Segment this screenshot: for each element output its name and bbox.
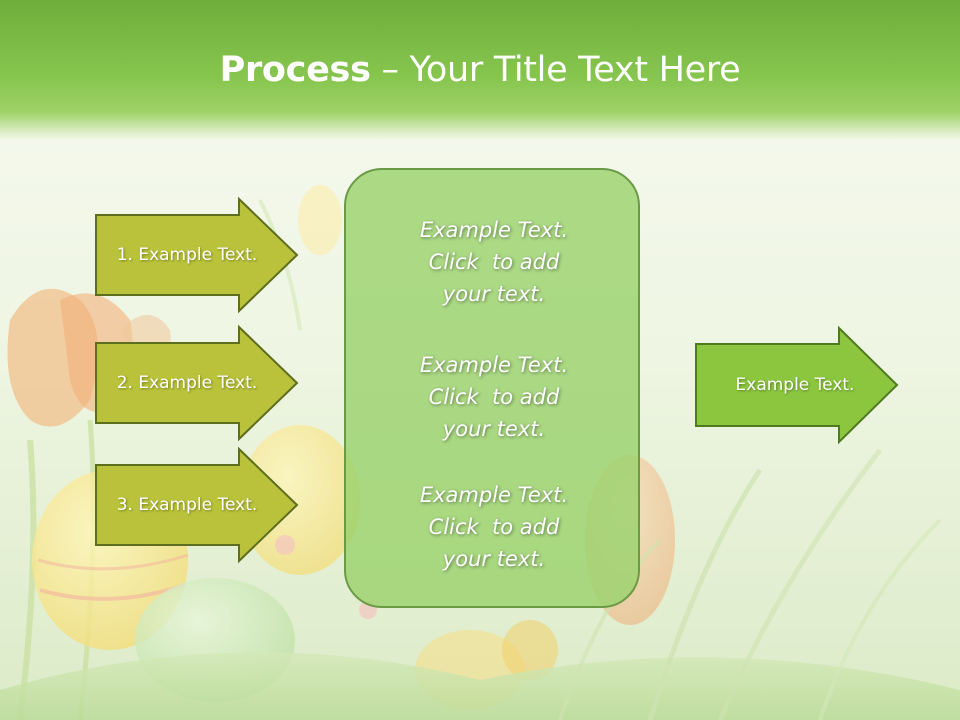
arrow-shape bbox=[95, 446, 299, 564]
right-arrow-label: Example Text. bbox=[735, 375, 855, 395]
center-block-1-line-2: Click to add bbox=[428, 250, 560, 274]
arrow-shape bbox=[95, 196, 299, 314]
center-text-block-2[interactable]: Example Text. Click to add your text. bbox=[346, 349, 642, 445]
left-arrow-3[interactable]: 3. Example Text. bbox=[95, 446, 299, 564]
left-arrow-1[interactable]: 1. Example Text. bbox=[95, 196, 299, 314]
center-text-block-3[interactable]: Example Text. Click to add your text. bbox=[346, 479, 642, 575]
center-block-3-line-3: your text. bbox=[442, 547, 546, 571]
center-block-1-line-1: Example Text. bbox=[419, 218, 569, 242]
center-block-2-line-1: Example Text. bbox=[419, 353, 569, 377]
title-band bbox=[0, 0, 960, 140]
left-arrow-3-label: 3. Example Text. bbox=[116, 495, 258, 515]
left-arrow-1-label: 1. Example Text. bbox=[116, 245, 258, 265]
center-block-3-line-2: Click to add bbox=[428, 515, 560, 539]
right-arrow[interactable]: Example Text. bbox=[695, 325, 899, 445]
left-arrow-2[interactable]: 2. Example Text. bbox=[95, 324, 299, 442]
center-block-3-line-1: Example Text. bbox=[419, 483, 569, 507]
left-arrow-2-label: 2. Example Text. bbox=[116, 373, 258, 393]
arrow-shape bbox=[95, 324, 299, 442]
center-block-2-line-2: Click to add bbox=[428, 385, 560, 409]
arrow-shape bbox=[695, 325, 899, 445]
title-rest-part: – Your Title Text Here bbox=[370, 50, 741, 90]
center-text-box[interactable]: Example Text. Click to add your text. Ex… bbox=[344, 168, 640, 608]
slide-title[interactable]: Process – Your Title Text Here bbox=[0, 50, 960, 90]
center-block-2-line-3: your text. bbox=[442, 417, 546, 441]
center-text-block-1[interactable]: Example Text. Click to add your text. bbox=[346, 214, 642, 310]
center-block-1-line-3: your text. bbox=[442, 282, 546, 306]
title-bold-part: Process bbox=[219, 50, 371, 90]
